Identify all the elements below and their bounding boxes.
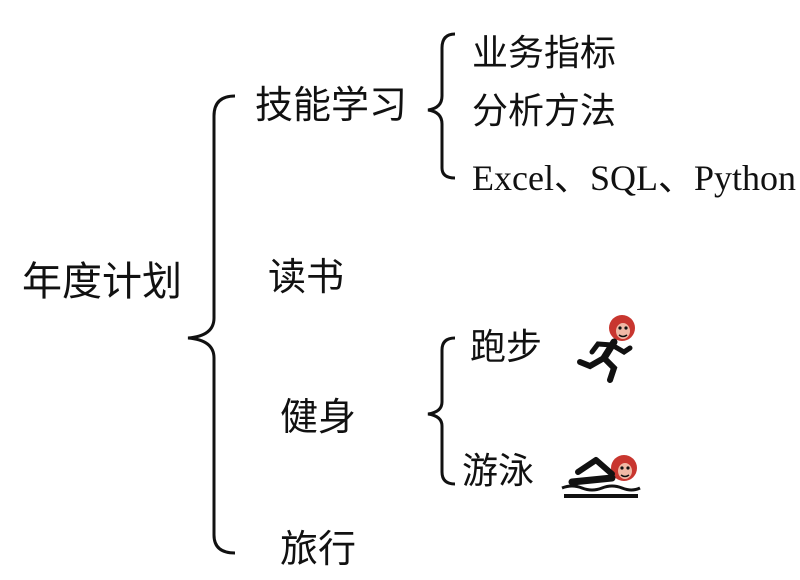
leaf-business-metrics: 业务指标 <box>472 33 617 74</box>
branch-skill-learning: 技能学习 <box>255 83 408 127</box>
swimmer-icon <box>561 455 641 498</box>
leaf-swimming: 游泳 <box>462 451 535 492</box>
root-node: 年度计划 <box>22 259 182 305</box>
branch-reading: 读书 <box>268 255 345 299</box>
branch-travel: 旅行 <box>280 527 357 571</box>
skill-bracket <box>427 32 456 180</box>
leaf-analysis-methods: 分析方法 <box>472 91 617 132</box>
leaf-running: 跑步 <box>470 327 543 368</box>
main-bracket <box>187 94 236 555</box>
runner-icon <box>577 315 635 383</box>
fitness-bracket <box>427 336 456 486</box>
leaf-tools: Excel、SQL、Python <box>472 158 796 198</box>
branch-fitness: 健身 <box>280 395 357 439</box>
